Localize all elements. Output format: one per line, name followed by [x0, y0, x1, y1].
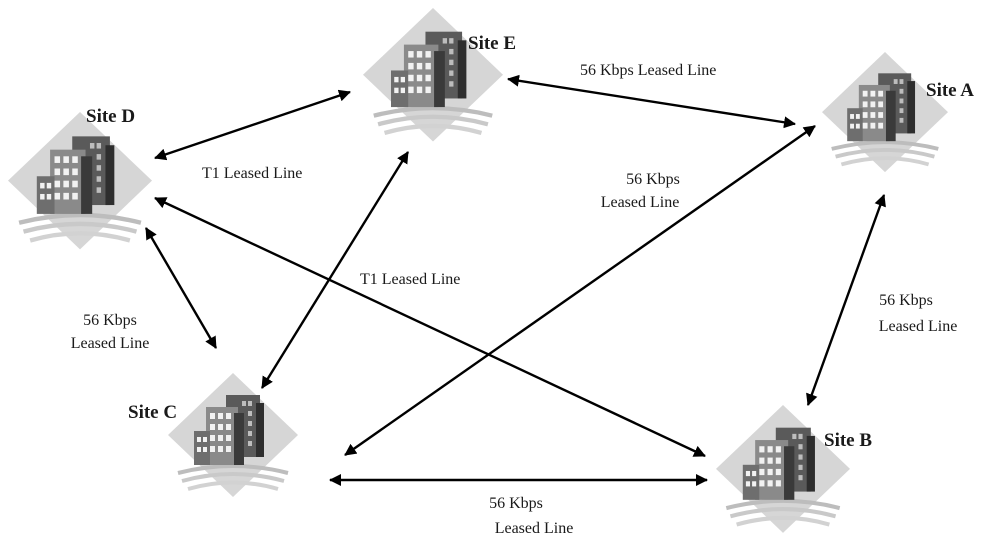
site-b: Site B [716, 405, 872, 533]
link-label-d-e: T1 Leased Line [202, 165, 302, 182]
link-d-c [144, 227, 218, 349]
link-label-e-a: 56 Kbps Leased Line [580, 62, 716, 79]
link-a-b [806, 194, 886, 406]
link-e-a [507, 74, 796, 129]
site-e: Site E [363, 8, 516, 142]
office-building-icon [822, 52, 948, 175]
link-label-a-b: 56 Kbps Leased Line [879, 292, 958, 335]
site-d: Site D [8, 106, 152, 249]
office-building-icon [363, 8, 503, 142]
office-building-icon [168, 373, 298, 499]
link-c-a [344, 125, 816, 456]
office-building-icon [8, 112, 152, 249]
site-c: Site C [128, 373, 298, 499]
site-label: Site B [824, 430, 872, 451]
link-label-d-c: 56 Kbps Leased Line [71, 312, 150, 352]
office-building-icon [716, 405, 850, 533]
site-a: Site A [822, 52, 974, 175]
site-label: Site D [86, 106, 135, 127]
link-label-c-b: 56 Kbps Leased Line [489, 495, 573, 537]
site-label: Site C [128, 402, 177, 423]
link-label-d-b: T1 Leased Line [360, 271, 460, 288]
link-label-c-a: 56 Kbps Leased Line [601, 171, 684, 211]
site-label: Site A [926, 80, 974, 101]
link-d-e [154, 89, 351, 161]
link-e-c [260, 151, 410, 389]
site-label: Site E [468, 33, 516, 54]
